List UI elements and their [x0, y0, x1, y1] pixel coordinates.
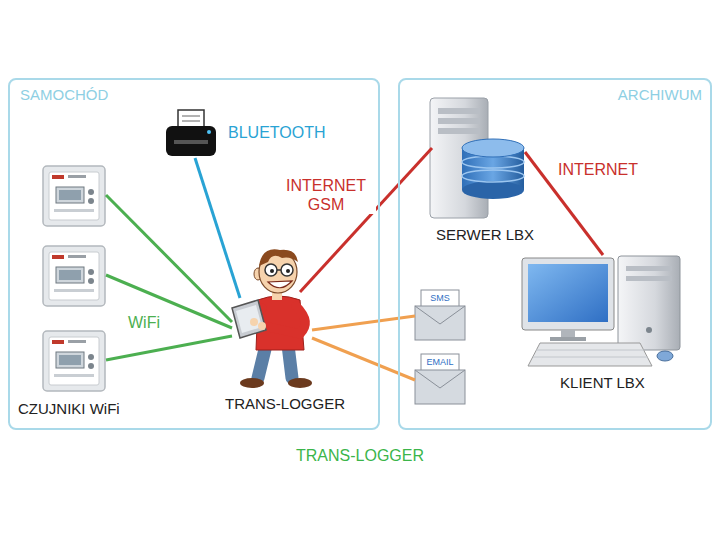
node-label: CZUJNIKI WiFi	[18, 400, 166, 418]
caption: TRANS-LOGGER	[0, 446, 720, 465]
logger-node: TRANS-LOGGER	[205, 235, 369, 420]
email-envelope	[415, 354, 465, 404]
wifi-sensor	[43, 331, 105, 391]
sms-envelope	[415, 290, 465, 340]
node-label: BLUETOOTH	[228, 123, 356, 142]
edge-label: INTERNET GSM	[276, 176, 376, 214]
edge-label-holder: INTERNET	[556, 160, 656, 179]
region-title: SAMOCHÓD	[20, 86, 180, 104]
region-panel: ARCHIWUM SERWER LBX SMS EMAIL KLIENT LBX	[398, 78, 712, 430]
edge-label: WiFi	[126, 313, 182, 332]
connector-line	[106, 336, 232, 360]
edge-label: INTERNET	[556, 160, 656, 179]
envelope-label: SMS	[422, 293, 458, 304]
person-figure	[232, 249, 312, 388]
envelope-label: EMAIL	[422, 357, 458, 368]
envelope-node: EMAIL	[413, 352, 467, 404]
client-node: KLIENT LBX	[515, 252, 694, 402]
server-icon	[430, 98, 524, 218]
edge-label-holder: WiFi	[126, 313, 182, 332]
node-label: SERWER LBX	[420, 226, 550, 244]
server-node: SERWER LBX	[420, 92, 554, 252]
computer-icon	[522, 256, 680, 366]
printer-icon	[166, 110, 216, 156]
node-label: KLIENT LBX	[515, 374, 690, 392]
caption-holder: TRANS-LOGGER	[0, 446, 720, 465]
connector-line	[300, 148, 432, 292]
node-label: TRANS-LOGGER	[205, 395, 365, 413]
region-panel: SAMOCHÓD BLUETOOTH CZUJNIKI WiFi TRANS-LOGG…	[8, 78, 380, 430]
edge-label-holder: INTERNET GSM	[276, 176, 376, 214]
connector-line	[195, 158, 240, 298]
wifi-sensor	[43, 166, 105, 226]
sensor-group: CZUJNIKI WiFi	[16, 160, 168, 422]
wifi-sensor	[43, 246, 105, 306]
printer-node: BLUETOOTH	[160, 105, 360, 163]
envelope-node: SMS	[413, 288, 467, 340]
region-title: ARCHIWUM	[548, 86, 702, 104]
